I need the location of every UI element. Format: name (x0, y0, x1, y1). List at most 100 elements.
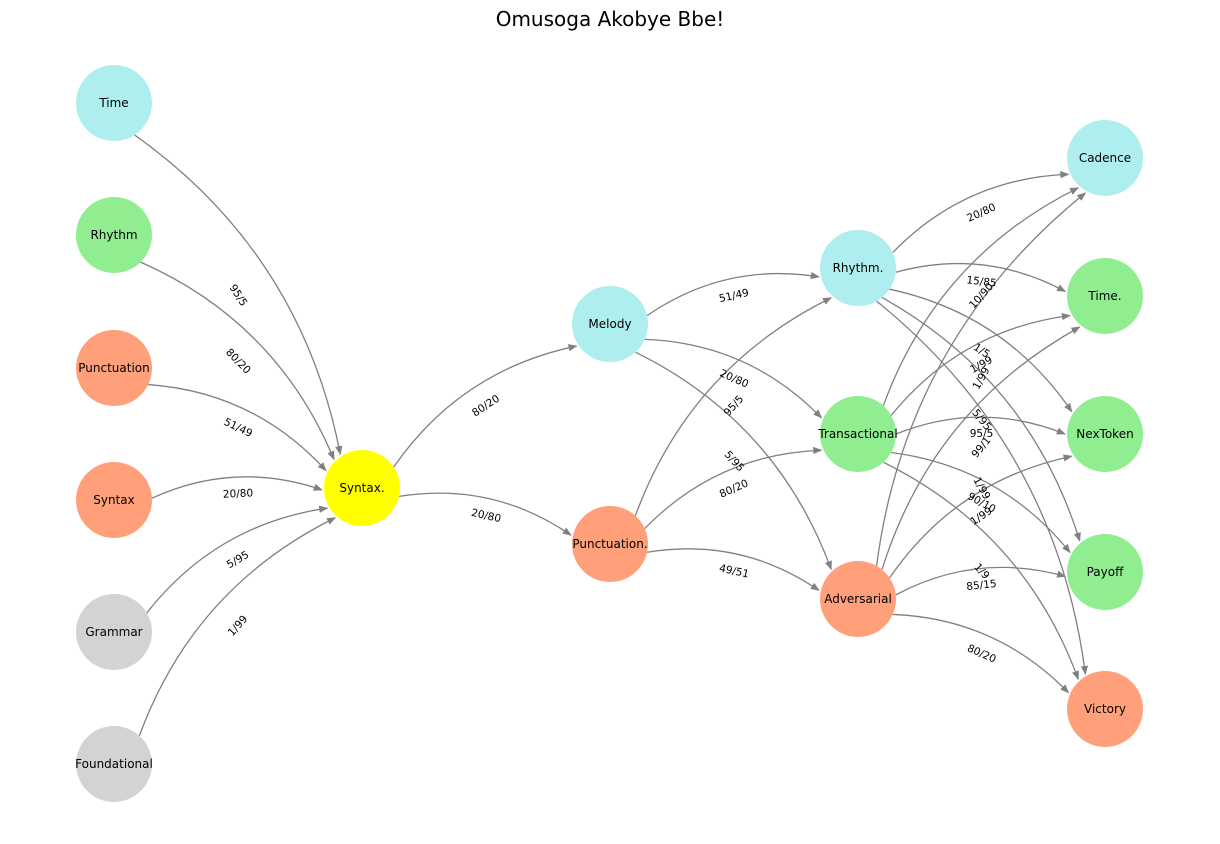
node-label-melody: Melody (588, 317, 631, 331)
node-foundational: Foundational (75, 726, 153, 802)
edge-adversarial-to-cadence (875, 192, 1087, 566)
edge-label-punctuation2-to-transactional: 80/20 (718, 477, 751, 500)
node-punctuation: Punctuation (76, 330, 152, 406)
edge-label-melody-to-adversarial: 5/95 (722, 449, 747, 475)
edge-label-syntax2-to-punctuation2: 20/80 (470, 507, 502, 525)
node-label-punctuation: Punctuation (78, 361, 149, 375)
edge-rhythm-to-syntax2 (140, 261, 335, 461)
edge-rhythm2-to-payoff (881, 296, 1081, 542)
node-circle-time2 (1067, 258, 1143, 334)
node-circle-syntax (76, 462, 152, 538)
node-circle-cadence (1067, 120, 1143, 196)
node-label-syntax2: Syntax. (339, 481, 384, 495)
node-label-payoff: Payoff (1087, 565, 1124, 579)
edge-label-grammar-to-syntax2: 5/95 (225, 549, 251, 571)
edge-transactional-to-nextoken (895, 416, 1066, 435)
edge-label-rhythm2-to-cadence: 20/80 (965, 201, 998, 224)
edge-punctuation2-to-adversarial (646, 548, 820, 591)
edge-label-melody-to-transactional: 20/80 (718, 367, 751, 390)
node-label-syntax: Syntax (93, 493, 134, 507)
node-nextoken: NexToken (1067, 396, 1143, 472)
edge-label-syntax-to-syntax2: 20/80 (223, 487, 254, 500)
node-rhythm: Rhythm (76, 197, 152, 273)
node-label-grammar: Grammar (85, 625, 142, 639)
node-label-time: Time (98, 96, 128, 110)
node-label-cadence: Cadence (1079, 151, 1131, 165)
node-label-transactional: Transactional (817, 427, 897, 441)
node-circle-melody (572, 286, 648, 362)
edge-label-transactional-to-nextoken: 95/5 (970, 428, 994, 440)
edge-label-rhythm-to-syntax2: 80/20 (223, 346, 253, 376)
node-label-time2: Time. (1087, 289, 1121, 303)
edge-adversarial-to-nextoken (889, 454, 1073, 579)
edge-label-adversarial-to-victory: 80/20 (965, 642, 998, 665)
node-victory: Victory (1067, 671, 1143, 747)
node-circle-nextoken (1067, 396, 1143, 472)
node-circle-syntax2 (324, 450, 400, 526)
node-payoff: Payoff (1067, 534, 1143, 610)
edge-label-punctuation2-to-adversarial: 49/51 (718, 562, 750, 580)
node-label-nextoken: NexToken (1076, 427, 1133, 441)
node-label-foundational: Foundational (75, 757, 153, 771)
node-label-rhythm: Rhythm (90, 228, 137, 242)
node-time2: Time. (1067, 258, 1143, 334)
edge-label-punctuation-to-syntax2: 51/49 (222, 416, 254, 440)
edge-label-syntax2-to-melody: 80/20 (470, 393, 502, 420)
edge-syntax2-to-punctuation2 (398, 492, 572, 536)
node-syntax: Syntax (76, 462, 152, 538)
edge-melody-to-rhythm2 (646, 271, 820, 317)
edge-rhythm2-to-cadence (892, 170, 1070, 253)
node-circle-punctuation2 (572, 506, 648, 582)
node-circle-grammar (76, 594, 152, 670)
node-circle-foundational (76, 726, 152, 802)
node-label-rhythm2: Rhythm. (833, 261, 884, 275)
node-circle-rhythm (76, 197, 152, 273)
node-label-victory: Victory (1084, 702, 1126, 716)
node-grammar: Grammar (76, 594, 152, 670)
edge-melody-to-transactional (644, 338, 823, 419)
edge-label-foundational-to-syntax2: 1/99 (226, 613, 251, 639)
node-circle-victory (1067, 671, 1143, 747)
edge-adversarial-to-payoff (895, 566, 1067, 596)
edge-adversarial-to-victory (892, 613, 1070, 694)
node-syntax2: Syntax. (324, 450, 400, 526)
edge-transactional-to-victory (883, 461, 1079, 681)
edge-label-adversarial-to-payoff: 85/15 (966, 578, 997, 593)
edge-label-melody-to-rhythm2: 51/49 (718, 287, 750, 305)
edge-label-punctuation2-to-rhythm2: 95/5 (722, 393, 747, 419)
node-melody: Melody (572, 286, 648, 362)
node-circle-adversarial (820, 561, 896, 637)
edge-grammar-to-syntax2 (146, 505, 329, 614)
node-label-adversarial: Adversarial (824, 592, 892, 606)
node-cadence: Cadence (1067, 120, 1143, 196)
node-rhythm2: Rhythm. (820, 230, 896, 306)
edge-label-time-to-syntax2: 95/5 (227, 282, 250, 308)
nodes-layer: TimeRhythmPunctuationSyntaxGrammarFounda… (75, 65, 1143, 802)
edge-punctuation2-to-transactional (644, 446, 823, 530)
edge-time-to-syntax2 (134, 134, 343, 456)
edge-syntax2-to-melody (393, 344, 578, 468)
node-label-punctuation2: Punctuation. (572, 537, 647, 551)
edge-rhythm2-to-nextoken (889, 288, 1073, 413)
edge-transactional-to-payoff (891, 451, 1071, 554)
node-circle-punctuation (76, 330, 152, 406)
edge-syntax-to-syntax2 (151, 476, 323, 499)
node-time: Time (76, 65, 152, 141)
edge-melody-to-adversarial (635, 351, 832, 571)
edge-foundational-to-syntax2 (138, 517, 337, 736)
node-circle-time (76, 65, 152, 141)
edge-rhythm2-to-victory (876, 300, 1088, 676)
edge-punctuation-to-syntax2 (148, 383, 327, 472)
edge-punctuation2-to-rhythm2 (634, 297, 833, 516)
edge-rhythm2-to-time2 (895, 262, 1067, 293)
edge-transactional-to-cadence (882, 187, 1080, 406)
node-circle-transactional (820, 396, 896, 472)
node-transactional: Transactional (817, 396, 898, 472)
edge-adversarial-to-time2 (881, 326, 1081, 570)
edge-label-rhythm2-to-time2: 15/85 (966, 274, 997, 289)
edges-layer (134, 134, 1088, 736)
node-circle-rhythm2 (820, 230, 896, 306)
node-adversarial: Adversarial (820, 561, 896, 637)
node-circle-payoff (1067, 534, 1143, 610)
